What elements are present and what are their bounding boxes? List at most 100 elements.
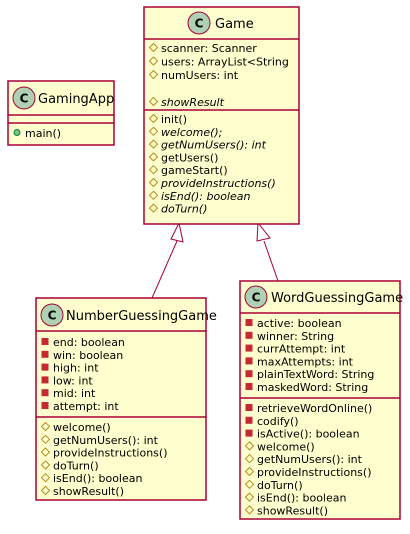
private-visibility-icon [41, 363, 49, 371]
class-name: WordGuessingGame [271, 291, 403, 306]
private-visibility-icon [245, 429, 253, 437]
edge-numberguessing-to-game [151, 240, 178, 299]
private-visibility-icon [41, 389, 49, 397]
protected-visibility-icon [40, 472, 51, 483]
protected-visibility-icon [148, 113, 159, 124]
protected-visibility-icon [40, 421, 51, 432]
private-visibility-icon [245, 416, 253, 424]
attribute-row: active: boolean [245, 317, 342, 330]
method-text: provideInstructions() [53, 447, 168, 460]
protected-visibility-icon [148, 177, 159, 188]
stereotype-letter: C [252, 291, 261, 305]
method-text: getUsers() [161, 151, 218, 164]
attribute-text: showResult [161, 96, 225, 109]
attribute-text: maskedWord: String [257, 381, 368, 394]
attribute-text: attempt: int [53, 400, 119, 413]
class-name: NumberGuessingGame [66, 309, 217, 324]
method-text: provideInstructions() [160, 177, 276, 190]
attribute-text: numUsers: int [161, 69, 239, 82]
private-visibility-icon [41, 376, 49, 384]
class-stereotype-circle-icon [40, 303, 64, 327]
private-visibility-icon [41, 402, 49, 409]
protected-visibility-icon [244, 453, 255, 464]
method-row: provideInstructions() [40, 447, 168, 460]
attribute-row: plainTextWord: String [245, 368, 374, 381]
protected-visibility-icon [40, 460, 51, 470]
method-row: provideInstructions() [244, 466, 372, 479]
protected-visibility-icon [244, 492, 255, 502]
method-row: showResult() [40, 485, 124, 498]
method-text: isEnd(): boolean [53, 472, 142, 485]
method-text: doTurn() [257, 479, 303, 492]
inheritance-arrowhead-right [256, 221, 271, 242]
class-gamingapp[interactable]: C GamingApp main() [7, 80, 115, 146]
method-text: provideInstructions() [257, 466, 372, 479]
class-name: GamingApp [38, 92, 114, 107]
inheritance-edges [151, 221, 279, 299]
method-row: retrieveWordOnline() [245, 402, 372, 415]
protected-visibility-icon [244, 505, 255, 515]
protected-visibility-icon [148, 56, 159, 66]
attribute-row: maskedWord: String [245, 381, 368, 394]
protected-visibility-icon [148, 139, 159, 149]
attribute-row: mid: int [41, 387, 96, 400]
protected-visibility-icon [148, 96, 159, 107]
attribute-row: currAttempt: int [245, 343, 346, 356]
method-text: isEnd(): boolean [257, 492, 346, 505]
class-wordguessinggame[interactable]: C WordGuessingGame active: booleanwinner… [239, 280, 403, 520]
private-visibility-icon [245, 383, 253, 390]
attribute-text: plainTextWord: String [257, 368, 374, 381]
private-visibility-icon [245, 404, 253, 411]
stereotype-letter: C [195, 17, 204, 31]
method-row: getNumUsers(): int [244, 453, 363, 466]
method-text: showResult() [53, 485, 124, 498]
inheritance-arrowhead-left [170, 221, 184, 243]
attribute-text: low: int [53, 374, 93, 387]
protected-visibility-icon [148, 42, 159, 53]
protected-visibility-icon [148, 152, 159, 162]
protected-visibility-icon [244, 466, 255, 477]
protected-visibility-icon [148, 190, 159, 201]
attribute-text: maxAttempts: int [257, 355, 354, 368]
attribute-text: high: int [53, 362, 99, 375]
method-row: codify() [245, 415, 299, 428]
method-row: welcome(); [148, 126, 222, 139]
method-row: getUsers() [148, 151, 218, 164]
attribute-text: end: boolean [53, 336, 125, 349]
protected-visibility-icon [148, 69, 159, 80]
attribute-row: winner: String [245, 330, 334, 343]
attribute-row: scanner: Scanner [148, 42, 257, 55]
method-text: main() [25, 127, 61, 140]
method-row: welcome() [40, 421, 111, 434]
private-visibility-icon [245, 370, 253, 378]
method-row: provideInstructions() [148, 177, 276, 190]
method-text: codify() [257, 415, 299, 428]
method-row: getNumUsers(): int [148, 139, 267, 152]
method-text: init() [161, 113, 187, 126]
attribute-text: scanner: Scanner [161, 42, 257, 55]
protected-visibility-icon [40, 447, 51, 457]
private-visibility-icon [41, 338, 49, 345]
class-stereotype-circle-icon [187, 11, 211, 35]
method-row: welcome() [244, 440, 315, 453]
attribute-row: users: ArrayList<String [148, 56, 289, 69]
method-text: retrieveWordOnline() [257, 402, 372, 415]
attribute-text: users: ArrayList<String [161, 56, 289, 69]
method-row: doTurn() [40, 459, 99, 472]
stereotype-letter: C [48, 309, 57, 323]
method-text: getNumUsers(): int [161, 139, 267, 152]
method-row: init() [148, 113, 187, 126]
stereotype-letter: C [20, 92, 29, 106]
public-visibility-icon [13, 129, 21, 136]
protected-visibility-icon [244, 441, 255, 451]
method-row: isActive(): boolean [245, 428, 360, 441]
protected-visibility-icon [148, 164, 159, 175]
method-text: welcome(); [161, 126, 222, 139]
protected-visibility-icon [244, 479, 255, 490]
class-name: Game [215, 17, 254, 32]
method-text: getNumUsers(): int [257, 453, 363, 466]
attribute-row: high: int [41, 362, 99, 375]
